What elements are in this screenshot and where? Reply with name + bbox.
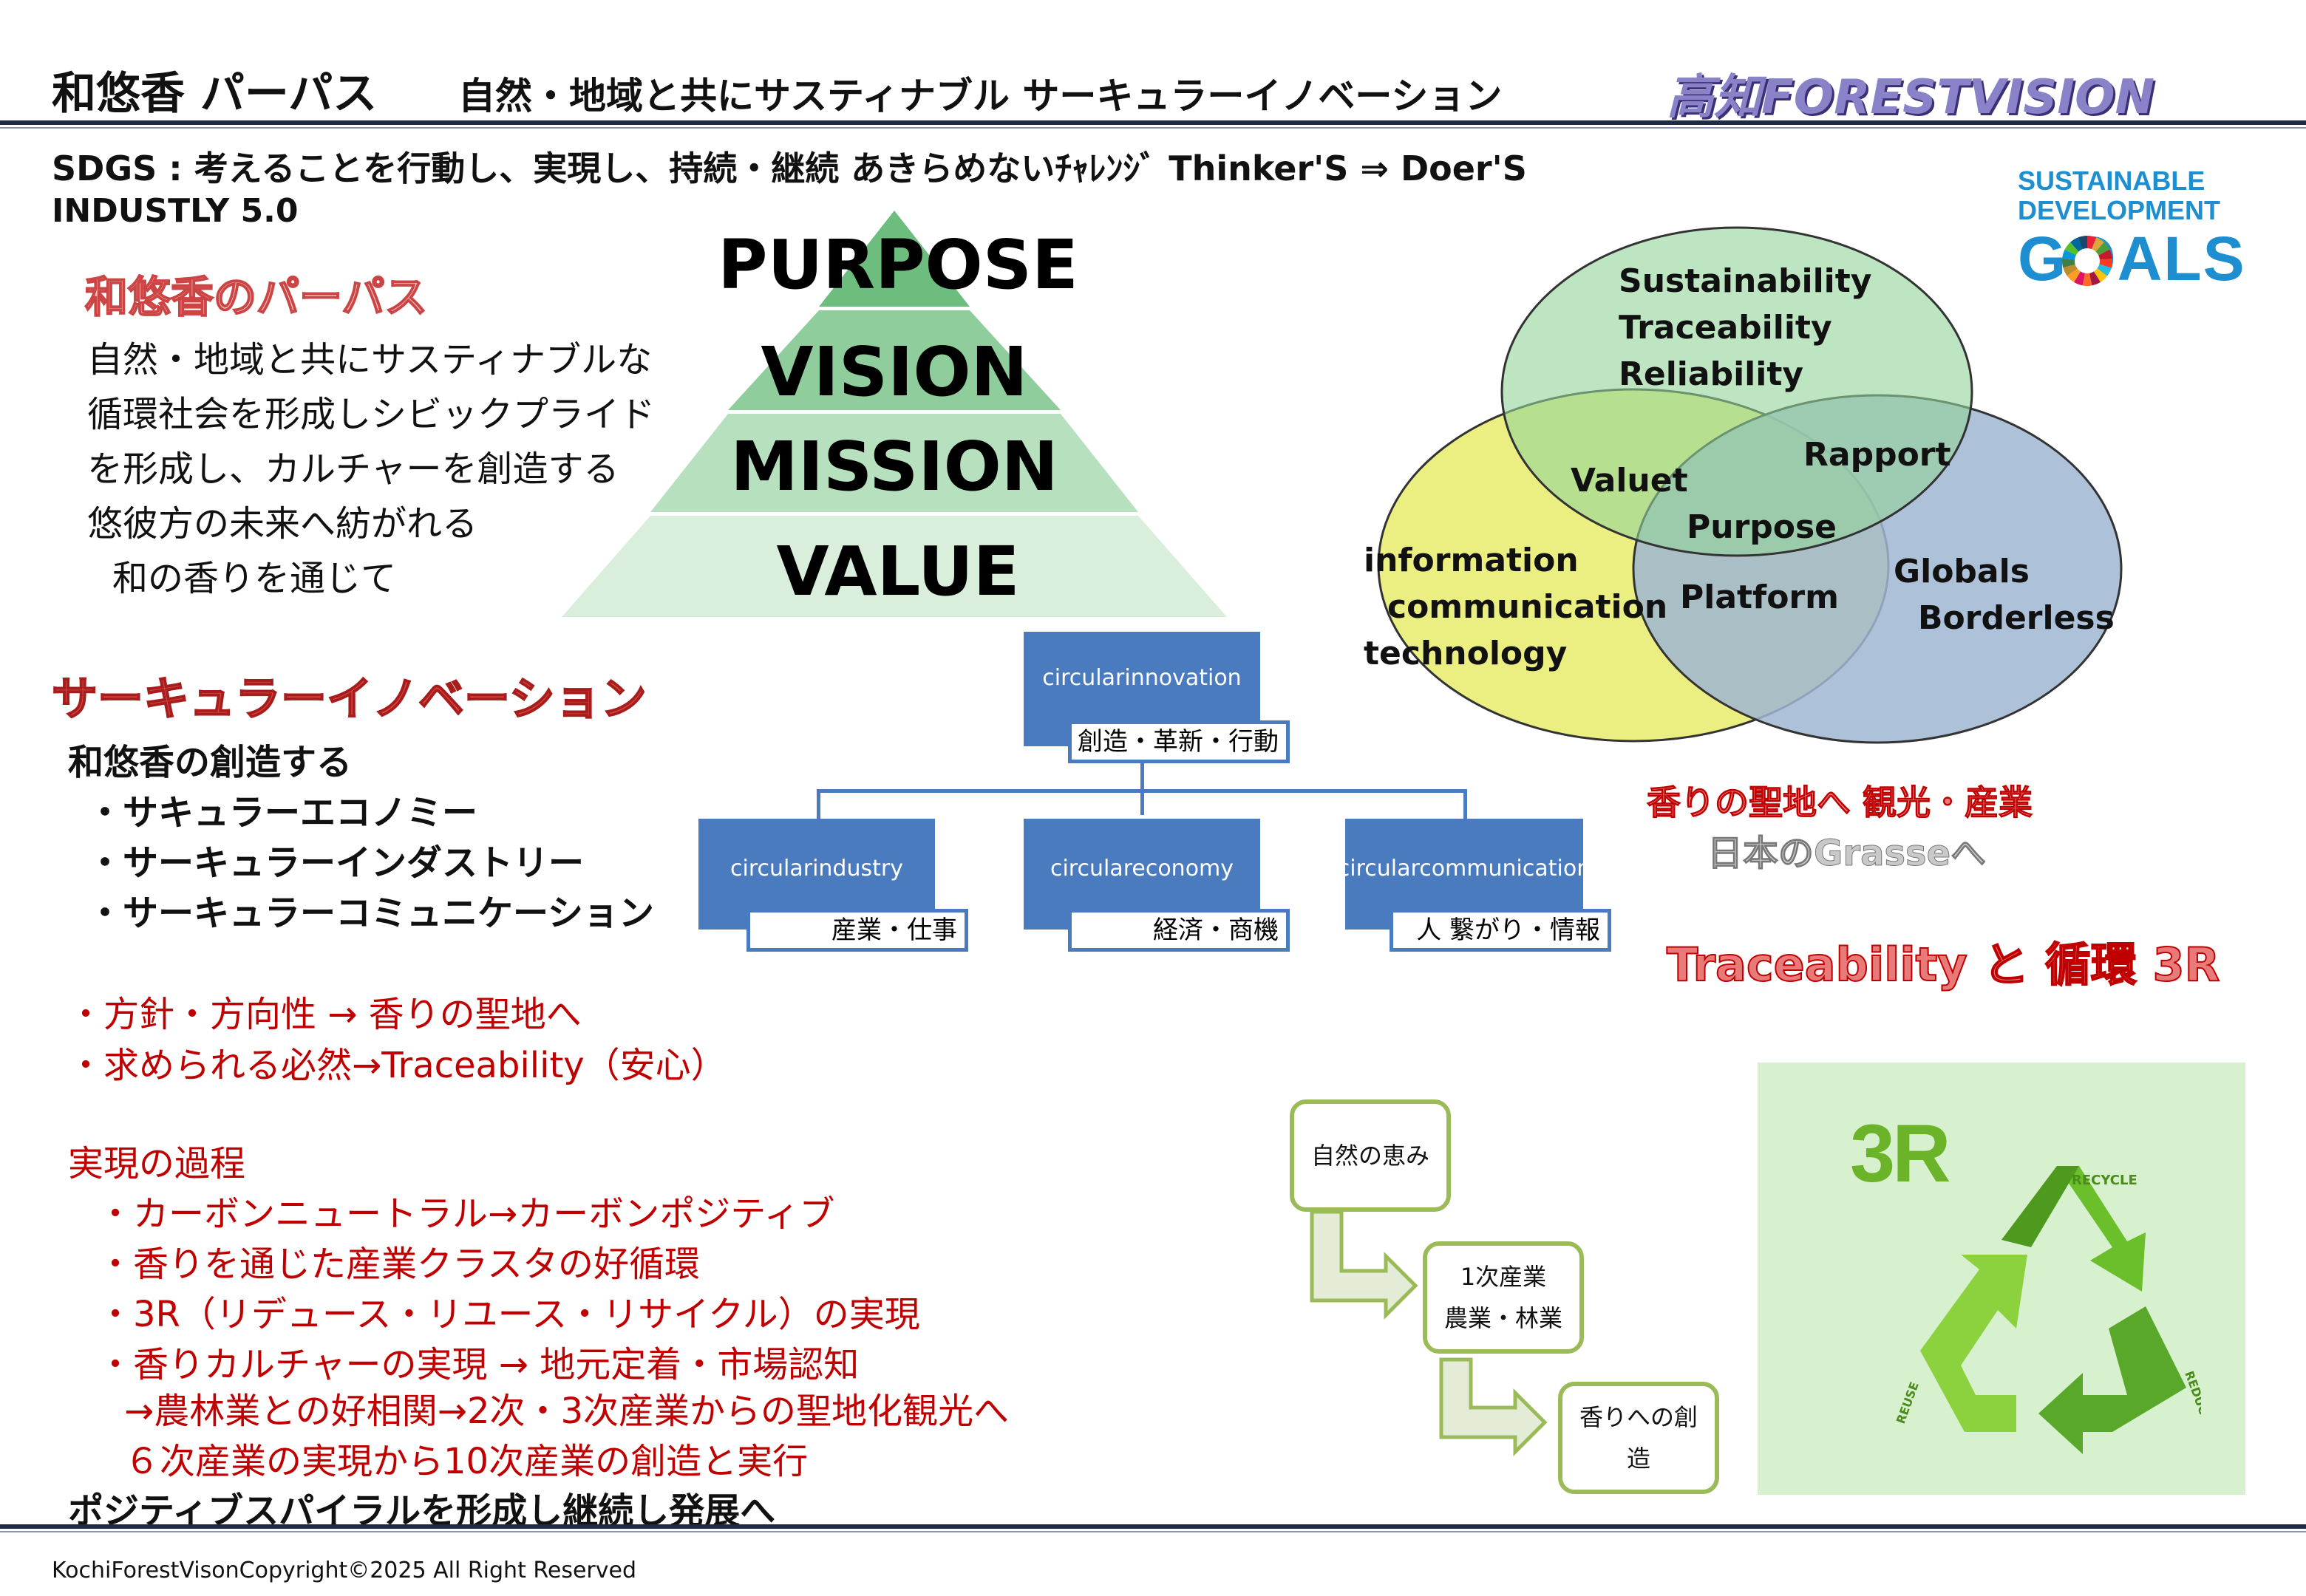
org-child-economy-title: circulareconomy bbox=[1050, 856, 1234, 881]
traceability-3r-heading: Traceability と 循環 3R bbox=[1666, 937, 2220, 992]
flow-step-primary-line2: 農業・林業 bbox=[1443, 1304, 1562, 1332]
org-connector bbox=[817, 789, 1467, 793]
flow-arrow-2 bbox=[1439, 1357, 1548, 1457]
process-line-5: →農林業との好相関→2次・3次産業からの聖地化観光へ bbox=[124, 1391, 1010, 1432]
flow-arrow-1 bbox=[1310, 1212, 1418, 1320]
recycle-arrow-left bbox=[1920, 1255, 2027, 1432]
recycle-arrow-top bbox=[2001, 1166, 2146, 1292]
policy-line-2: ・求められる必然→Traceability（安心） bbox=[68, 1045, 727, 1086]
footer-divider-thin bbox=[0, 1531, 2306, 1532]
page-title: 和悠香 パーパス bbox=[52, 68, 378, 120]
venn-circle-top bbox=[1500, 226, 1973, 557]
flow-step-nature: 自然の恵み bbox=[1290, 1099, 1451, 1212]
circular-item-industry: ・サーキュラーインダストリー bbox=[87, 842, 585, 884]
purpose-line-4: 悠彼方の未来へ紡がれる bbox=[87, 503, 478, 545]
purpose-line-1: 自然・地域と共にサスティナブルな bbox=[87, 339, 653, 381]
venn-top-left-label: Valuet bbox=[1571, 462, 1688, 499]
footer-copyright: KochiForestVisonCopyright©2025 All Right… bbox=[52, 1558, 637, 1583]
venn-top-line-1: Sustainability bbox=[1619, 262, 1871, 300]
org-child-industry-title: circularindustry bbox=[730, 856, 903, 881]
pyramid-level-vision bbox=[728, 310, 1061, 410]
sdg-wheel-icon bbox=[2062, 236, 2112, 286]
circular-innovation-heading: サーキュラーイノベーション bbox=[51, 671, 647, 726]
reuse-text: REUSE bbox=[1894, 1380, 1922, 1426]
policy-line-1: ・方針・方向性 → 香りの聖地へ bbox=[68, 994, 582, 1035]
venn-top-line-2: Traceability bbox=[1619, 309, 1832, 347]
org-child-communication-tag: 人 繋がり・情報 bbox=[1390, 909, 1611, 952]
recycle-panel-label: 3R bbox=[1850, 1108, 1951, 1199]
circular-intro: 和悠香の創造する bbox=[68, 742, 353, 783]
venn-top-right-label: Rapport bbox=[1803, 436, 1951, 474]
venn-center-label: Purpose bbox=[1687, 508, 1837, 546]
purpose-heading: 和悠香のパーパス bbox=[84, 271, 428, 323]
pyramid-label-purpose: PURPOSE bbox=[718, 225, 1078, 304]
org-root-tag: 創造・革新・行動 bbox=[1068, 720, 1290, 763]
purpose-line-5: 和の香りを通じて bbox=[112, 558, 397, 599]
pyramid-level-purpose bbox=[819, 211, 970, 307]
venn-left-line-3: technology bbox=[1364, 635, 1567, 672]
grasse-tagline: 日本のGrasseへ bbox=[1707, 833, 1987, 875]
org-connector bbox=[1463, 789, 1467, 819]
purpose-line-2: 循環社会を形成しシビックプライド bbox=[87, 394, 656, 435]
pyramid-level-mission bbox=[650, 414, 1138, 512]
venn-right-line-1: Globals bbox=[1894, 553, 2030, 590]
flow-step-primary: 1次産業 農業・林業 bbox=[1423, 1241, 1584, 1354]
recycle-arrow-right bbox=[2038, 1306, 2186, 1454]
flow-step-fragrance: 香りへの創 造 bbox=[1558, 1382, 1719, 1494]
sdg-logo-line2: DEVELOPMENT bbox=[2018, 195, 2221, 225]
process-line-4: ・香りカルチャーの実現 → 地元定着・市場認知 bbox=[98, 1344, 860, 1385]
recycle-text: RECYCLE bbox=[2072, 1173, 2137, 1188]
process-line-6: ６次産業の実現から10次産業の創造と実行 bbox=[124, 1441, 809, 1482]
org-child-industry-tag: 産業・仕事 bbox=[746, 909, 968, 952]
venn-bottom-label: Platform bbox=[1680, 579, 1839, 616]
venn-right-line-2: Borderless bbox=[1918, 599, 2115, 637]
process-line-2: ・香りを通じた産業クラスタの好循環 bbox=[98, 1244, 701, 1285]
header-divider-thin bbox=[0, 127, 2306, 129]
pyramid-label-mission: MISSION bbox=[730, 427, 1058, 506]
process-line-3: ・3R（リデュース・リユース・リサイクル）の実現 bbox=[98, 1294, 920, 1335]
sdgs-statement: SDGS : 考えることを行動し、実現し、持続・継続 あきらめないﾁｬﾚﾝｼﾞ … bbox=[52, 149, 1527, 188]
process-heading: 実現の過程 bbox=[68, 1143, 246, 1184]
org-child-communication-title: circularcommunication bbox=[1337, 856, 1591, 881]
pyramid-label-vision: VISION bbox=[761, 332, 1027, 412]
org-child-economy-tag: 経済・商機 bbox=[1068, 909, 1290, 952]
venn-left-line-1: information bbox=[1364, 542, 1579, 579]
header-divider bbox=[0, 120, 2306, 125]
flow-step-nature-label: 自然の恵み bbox=[1310, 1142, 1429, 1170]
venn-diagram: Sustainability Traceability Reliability … bbox=[1364, 226, 2123, 744]
org-root-title: circularinnovation bbox=[1042, 665, 1242, 691]
venn-top-line-3: Reliability bbox=[1619, 355, 1803, 393]
reduce-text: REDUCE bbox=[2182, 1369, 2201, 1424]
process-line-1: ・カーボンニュートラル→カーボンポジティブ bbox=[98, 1193, 835, 1235]
holy-land-tagline: 香りの聖地へ 観光・産業 bbox=[1646, 782, 2033, 823]
pyramid-level-value bbox=[562, 516, 1227, 617]
sdg-logo: SUSTAINABLE DEVELOPMENT GOALS bbox=[2018, 166, 2247, 293]
circular-item-economy: ・サキュラーエコノミー bbox=[87, 792, 478, 833]
purpose-pyramid: PURPOSE VISION MISSION VALUE bbox=[562, 211, 1227, 617]
sdg-logo-goals: GOALS bbox=[2018, 224, 2246, 293]
circular-item-communication: ・サーキュラーコミュニケーション bbox=[87, 893, 655, 934]
recycle-panel: 3R RECYCLE REUSE REDUCE bbox=[1758, 1063, 2245, 1495]
flow-step-fragrance-line1: 香りへの創 bbox=[1579, 1403, 1698, 1431]
industry-statement: INDUSTLY 5.0 bbox=[52, 192, 299, 230]
flow-step-fragrance-line2: 造 bbox=[1626, 1445, 1650, 1473]
org-connector bbox=[817, 789, 820, 819]
flow-arrows bbox=[1310, 1212, 1548, 1457]
pyramid-label-value: VALUE bbox=[776, 532, 1019, 611]
brand-logo-text: 高知FORESTVISION bbox=[1667, 70, 2155, 125]
sdg-logo-line1: SUSTAINABLE bbox=[2018, 166, 2205, 196]
recycle-icon: RECYCLE REUSE REDUCE bbox=[1894, 1166, 2201, 1454]
footer-divider bbox=[0, 1524, 2306, 1529]
page-subtitle: 自然・地域と共にサスティナブル サーキュラーイノベーション bbox=[458, 75, 1503, 117]
purpose-line-3: を形成し、カルチャーを創造する bbox=[87, 449, 619, 490]
flow-step-primary-line1: 1次産業 bbox=[1460, 1263, 1547, 1291]
venn-left-line-2: communication bbox=[1387, 588, 1667, 626]
